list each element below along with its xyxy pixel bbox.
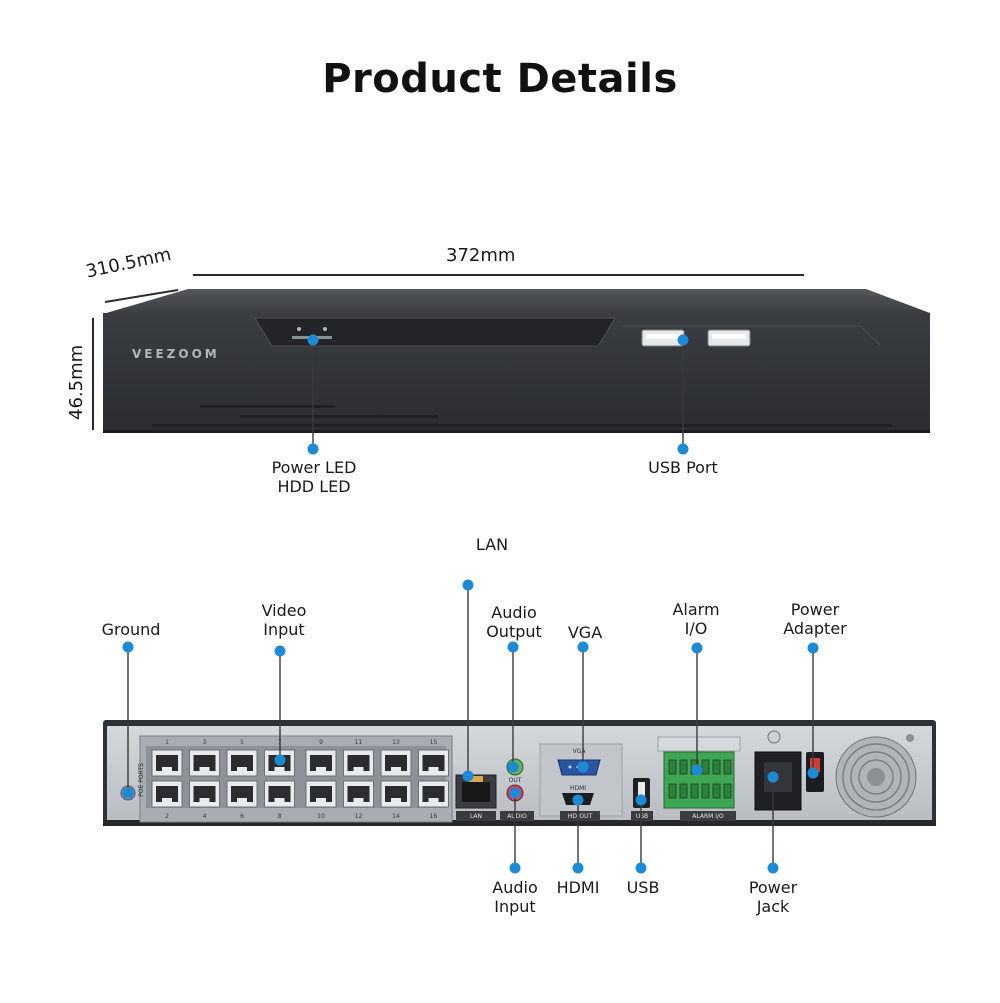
alarm-pin — [723, 759, 732, 775]
alarm-pin — [712, 759, 721, 775]
poe-port-number: 14 — [392, 813, 400, 820]
poe-port — [380, 780, 412, 808]
poe-port — [264, 780, 295, 808]
poe-port — [305, 780, 337, 808]
poe-port-number: 12 — [355, 813, 363, 820]
panel-alarm-label: ALARM I/O — [692, 813, 724, 820]
poe-port — [151, 780, 183, 808]
alarm-pin — [668, 783, 677, 799]
poe-ports: 12345678910111213141516 — [151, 739, 449, 820]
poe-port-number: 13 — [392, 739, 400, 746]
poe-port-number: 11 — [355, 739, 363, 746]
poe-port-number: 15 — [430, 739, 438, 746]
poe-port — [305, 749, 337, 777]
poe-port — [226, 780, 258, 808]
page-title: Product Details — [322, 56, 678, 102]
poe-port-number: 8 — [278, 813, 282, 820]
poe-port-number: 2 — [165, 813, 169, 820]
power-jack-label: Power Jack — [748, 878, 798, 916]
lan-port — [455, 774, 497, 821]
depth-dimension-line — [104, 289, 179, 303]
panel-lan-label: LAN — [470, 813, 482, 820]
alarm-pin — [668, 759, 677, 775]
panel-audio-label: AUDIO — [507, 813, 527, 820]
alarm-io-terminal — [657, 736, 741, 821]
width-dimension: 372mm — [446, 245, 516, 266]
poe-port-number: 1 — [165, 739, 169, 746]
poe-port — [226, 749, 258, 777]
usb-label: USB — [626, 878, 660, 897]
poe-port-number: 3 — [203, 739, 207, 746]
alarm-pin — [690, 783, 699, 799]
poe-port-number: 5 — [240, 739, 244, 746]
poe-port-number: 6 — [240, 813, 244, 820]
vga-label: VGA — [567, 623, 603, 642]
alarm-pin — [679, 783, 688, 799]
brand-logo: VEEZOOM — [132, 347, 220, 361]
hdmi-label: HDMI — [556, 878, 600, 897]
poe-port-number: 16 — [430, 813, 438, 820]
poe-port — [343, 780, 374, 808]
audio-output-label: Audio Output — [486, 603, 542, 641]
panel-out-label: OUT — [509, 777, 522, 784]
front-device — [103, 289, 930, 433]
alarm-io-label: Alarm I/O — [672, 600, 720, 638]
alarm-pin — [723, 783, 732, 799]
front-callouts — [307, 334, 689, 455]
poe-port-number: 10 — [317, 813, 325, 820]
power-adapter-label: Power Adapter — [783, 600, 847, 638]
poe-port — [189, 780, 220, 808]
alarm-pin — [701, 783, 710, 799]
poe-label: POE PORTS — [138, 763, 145, 797]
video-input-label: Video Input — [261, 601, 307, 639]
poe-port-number: 9 — [319, 739, 323, 746]
ground-label: Ground — [101, 620, 161, 639]
usb-port-label: USB Port — [648, 458, 718, 477]
alarm-pin — [712, 783, 721, 799]
poe-port — [189, 749, 220, 777]
poe-port — [151, 749, 183, 777]
poe-port — [380, 749, 412, 777]
panel-hdout-label: HD-OUT — [568, 813, 593, 820]
rear-callouts — [122, 579, 819, 874]
alarm-pin — [679, 759, 688, 775]
poe-port-number: 4 — [203, 813, 207, 820]
panel-vga-label: VGA — [573, 748, 587, 755]
lan-label: LAN — [475, 535, 509, 554]
front-usb-ports — [641, 329, 751, 347]
video-out-ports — [539, 743, 623, 821]
alarm-pins — [668, 759, 732, 799]
poe-port — [418, 749, 449, 777]
alarm-pin — [701, 759, 710, 775]
panel-text: POE PORTS LAN AUDIO HD-OUT USB ALARM I/O… — [138, 748, 724, 820]
poe-port — [343, 749, 374, 777]
power-led-label: Power LED HDD LED — [271, 458, 357, 496]
poe-port — [418, 780, 449, 808]
panel-usb-label: USB — [636, 813, 648, 820]
poe-ports-block — [139, 735, 453, 823]
audio-input-label: Audio Input — [492, 878, 538, 916]
panel-hdmi-label: HDMI — [570, 785, 586, 792]
